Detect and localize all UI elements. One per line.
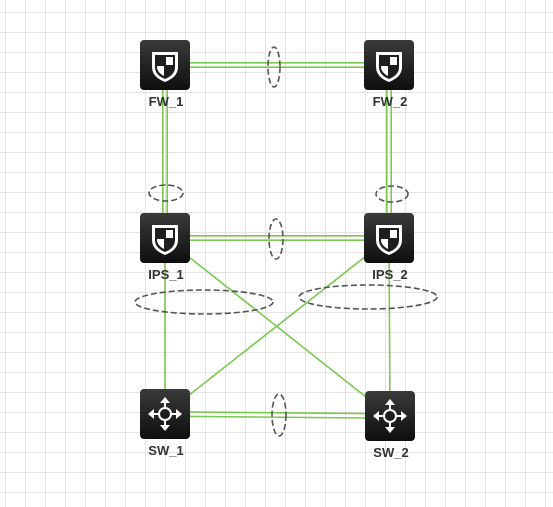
node-ips2[interactable]: IPS_2 <box>364 213 414 282</box>
node-sw2[interactable]: SW_2 <box>365 391 415 460</box>
node-fw2[interactable]: FW_2 <box>364 40 414 109</box>
lag-marker-fw2-ips2 <box>375 185 409 203</box>
link-fw2-ips2 <box>385 65 393 238</box>
shield-icon <box>152 225 178 255</box>
node-label-sw2: SW_2 <box>373 445 408 460</box>
node-ips1[interactable]: IPS_1 <box>140 213 190 282</box>
shield-icon <box>152 52 178 82</box>
node-label-sw1: SW_1 <box>148 443 183 458</box>
lag-marker-fw1-fw2 <box>267 46 281 88</box>
switch-arrows-icon <box>373 399 407 433</box>
link-ips2-sw1 <box>164 237 390 415</box>
link-aggregation-markers <box>134 46 438 437</box>
link-ips1-ips2 <box>165 235 389 241</box>
lag-marker-ips2-sws <box>298 284 438 310</box>
link-ips1-sw2 <box>164 237 391 417</box>
node-label-fw2: FW_2 <box>373 94 408 109</box>
shield-icon <box>376 225 402 255</box>
node-label-ips1: IPS_1 <box>148 267 183 282</box>
lag-marker-fw1-ips1 <box>148 184 184 202</box>
switch-arrows-icon <box>148 397 182 431</box>
shield-icon <box>376 52 402 82</box>
lag-marker-sw1-sw2 <box>271 393 287 437</box>
node-label-ips2: IPS_2 <box>372 267 407 282</box>
node-fw1[interactable]: FW_1 <box>140 40 190 109</box>
link-sw1-sw2 <box>164 411 391 419</box>
links-layer <box>162 61 393 419</box>
node-sw1[interactable]: SW_1 <box>140 389 190 458</box>
link-fw1-ips1 <box>162 65 168 238</box>
link-ips2-sw2 <box>388 237 391 417</box>
link-fw1-fw2 <box>165 61 389 68</box>
lag-marker-ips1-sws <box>134 289 274 315</box>
node-label-fw1: FW_1 <box>149 94 184 109</box>
lag-marker-ips1-ips2 <box>268 218 284 260</box>
